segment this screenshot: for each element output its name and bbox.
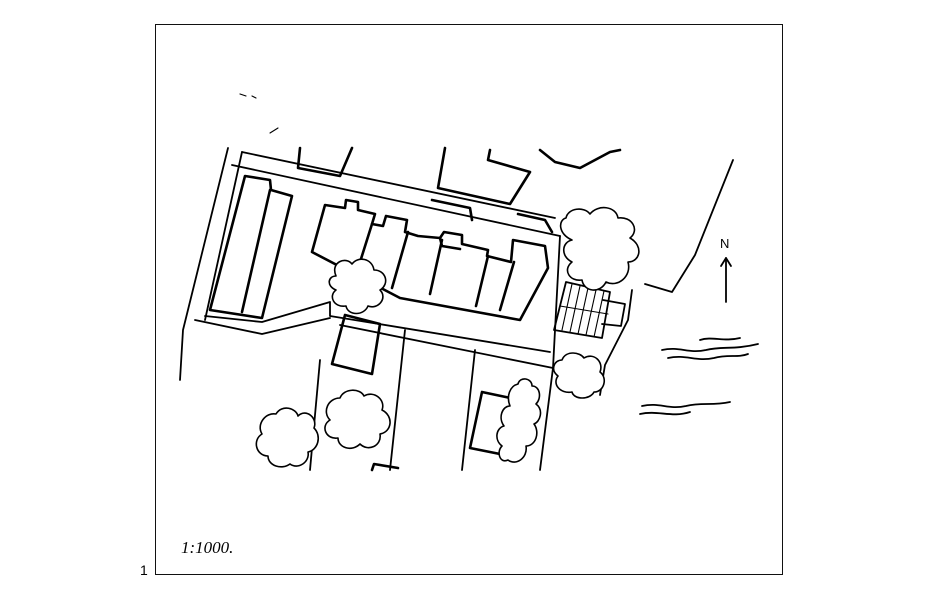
tree-canopy — [559, 206, 640, 291]
building-south-3 — [370, 462, 400, 472]
tree-canopy — [328, 258, 387, 315]
water-ripples — [639, 337, 759, 416]
tree-canopy — [552, 352, 606, 399]
stray-mark — [269, 127, 279, 134]
tree-canopy — [255, 407, 320, 468]
building-long-west — [208, 174, 294, 320]
tree-canopy — [324, 389, 391, 450]
drawing-frame — [155, 24, 783, 575]
terrace-houses — [310, 198, 550, 322]
street-lines — [179, 147, 734, 471]
building-long-west-inner — [240, 188, 272, 314]
buildings-north — [296, 146, 622, 234]
stray-mark — [239, 93, 257, 99]
scale-label: 1:1000. — [181, 538, 234, 557]
hatched-building — [553, 281, 626, 339]
north-label: N — [720, 236, 730, 251]
figure-number: 1 — [140, 562, 148, 578]
building-south-1 — [330, 313, 382, 376]
tree-canopy — [496, 378, 542, 463]
north-arrow-icon — [720, 257, 732, 303]
